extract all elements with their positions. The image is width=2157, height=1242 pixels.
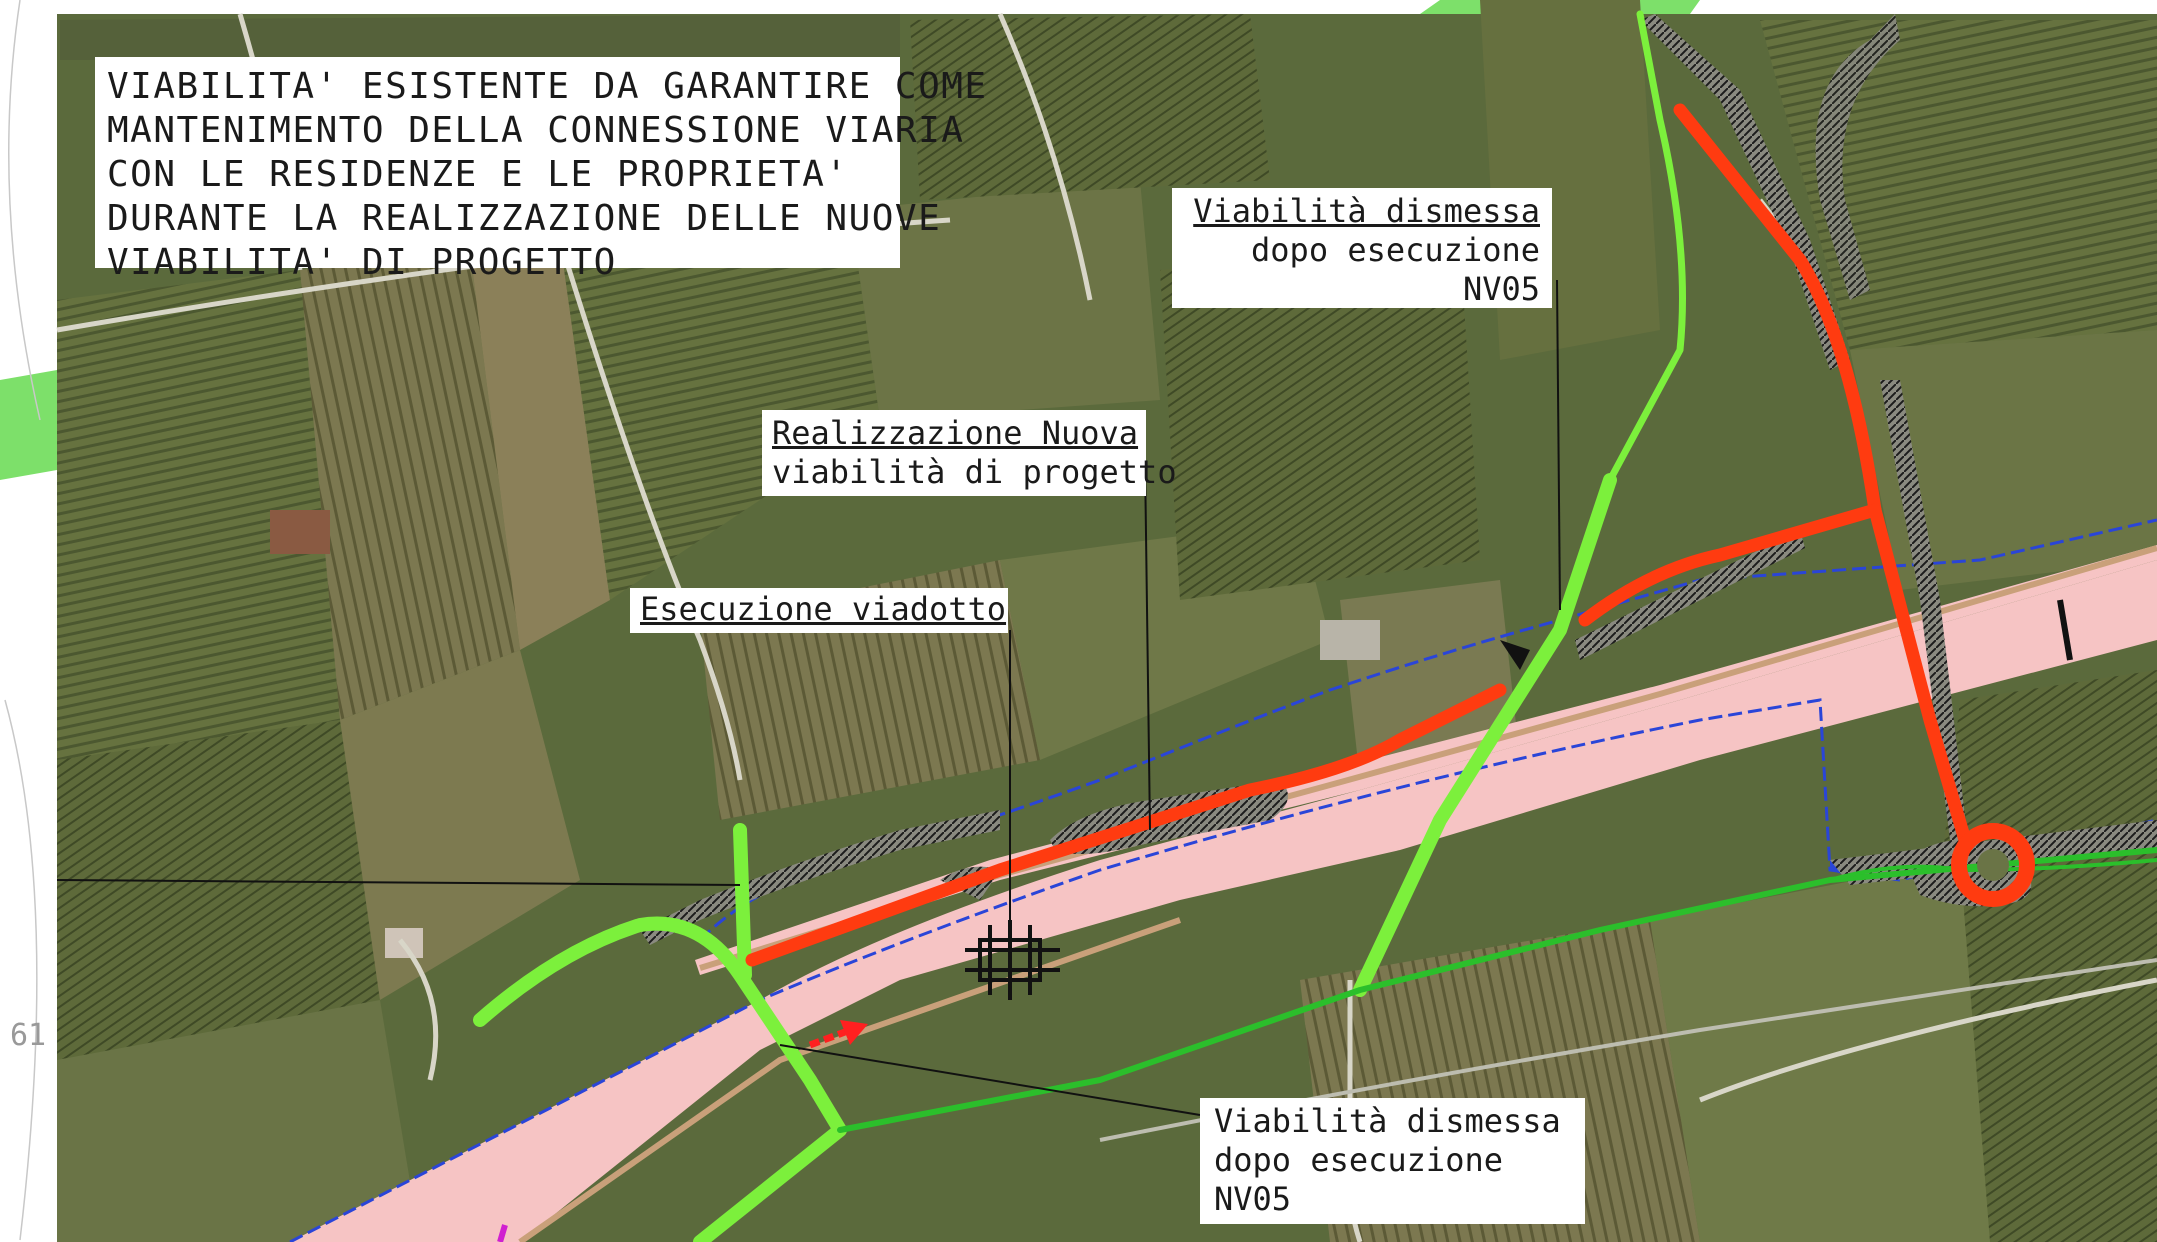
note-line: VIABILITA' DI PROGETTO [107,241,617,283]
margin-linework [4,0,41,1241]
new-road-label: Realizzazione Nuova viabilità di progett… [762,410,1177,496]
dismissed-road-label-top: Viabilità dismessa dopo esecuzione NV05 [1172,188,1552,308]
label-line: dopo esecuzione [1214,1141,1503,1180]
label-line: dopo esecuzione [1251,231,1540,270]
note-line: VIABILITA' ESISTENTE DA GARANTIRE COME [107,66,988,107]
label-line: Realizzazione Nuova [772,414,1139,452]
label-line: Esecuzione viadotto [640,590,1007,628]
corridor-marker [2057,599,2073,661]
roundabout-icon [1951,823,2035,907]
existing-roads-note: VIABILITA' ESISTENTE DA GARANTIRE COME M… [95,57,988,283]
leader-arrowhead [1500,640,1530,670]
note-line: DURANTE LA REALIZZAZIONE DELLE NUOVE [107,197,942,239]
callout-leaders [56,279,1561,1116]
existing-roads [473,10,2157,1242]
margin-green-patch [0,370,57,480]
dismissed-road-label-bottom: Viabilità dismessa dopo esecuzione NV05 [1200,1098,1585,1224]
label-line: Viabilità dismessa [1214,1102,1561,1140]
label-line: viabilità di progetto [772,453,1177,492]
label-line: Viabilità dismessa [1193,192,1540,230]
sheet-number: 61 [10,1018,47,1053]
note-line: CON LE RESIDENZE E LE PROPRIETA' [107,153,849,195]
viaduct-label: Esecuzione viadotto [630,588,1008,633]
magenta-marker [497,1224,508,1242]
label-line: NV05 [1214,1180,1292,1219]
label-line: NV05 [1462,270,1540,309]
sheet-top-margin [57,0,2157,14]
note-line: MANTENIMENTO DELLA CONNESSIONE VIARIA [107,109,965,151]
direction-arrow-icon [808,1020,868,1049]
new-project-road [745,103,2035,967]
